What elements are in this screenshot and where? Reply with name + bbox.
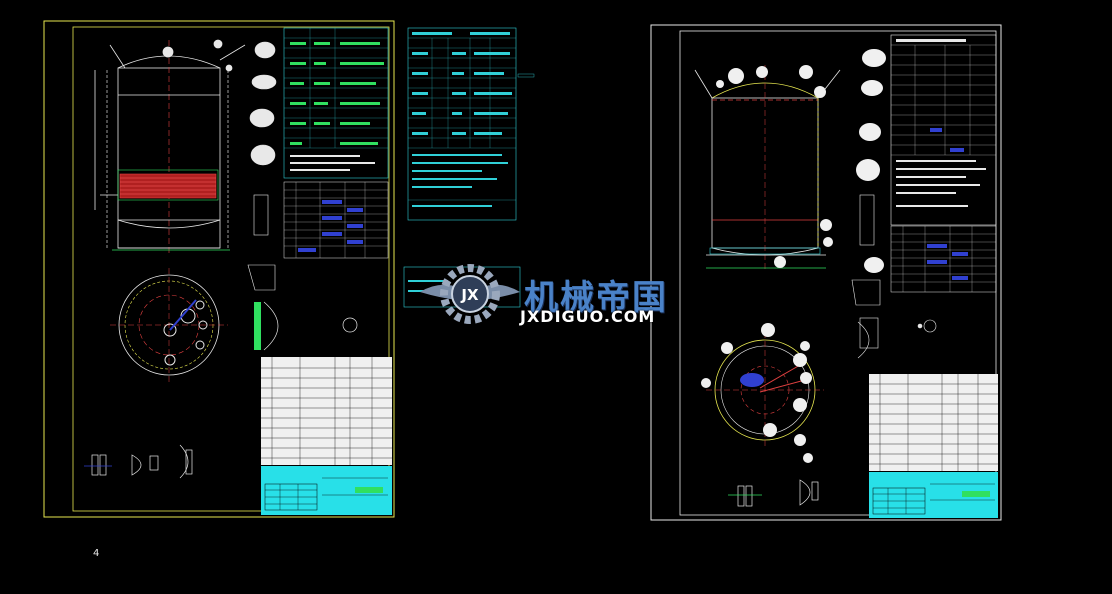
left-plan-view: [110, 268, 228, 382]
left-bom-table: [261, 357, 392, 465]
left-design-data-table: [283, 27, 389, 179]
right-design-data-table: [890, 34, 997, 226]
left-coil-green-rim: [117, 169, 219, 201]
watermark-logo: JX: [403, 264, 521, 324]
right-detail-views-column: [856, 49, 886, 273]
left-vessel-elevation: [94, 39, 246, 255]
left-bottom-detail-views: [84, 444, 193, 479]
wing-right-icon: [480, 284, 520, 300]
watermark-url: JXDIGUO.COM: [520, 307, 656, 326]
right-plan-view: [706, 332, 824, 448]
left-nozzle-table: [283, 181, 389, 259]
right-vessel-elevation: [694, 65, 841, 270]
watermark-title: 机械帝国: [524, 278, 668, 318]
right-small-detail: [857, 319, 937, 359]
right-nozzle-bubbles: [716, 65, 833, 268]
left-sheet-inner-frame: [72, 26, 390, 512]
middle-specification-table: [407, 27, 535, 221]
logo-monogram: JX: [460, 286, 479, 304]
right-sheet-outer-frame: [650, 24, 1002, 521]
left-drawing-sheet: [43, 20, 395, 518]
left-sheet-outer-frame: [43, 20, 395, 518]
right-nozzle-table: [890, 225, 997, 293]
gear-icon: [440, 264, 500, 324]
right-bottom-detail-views: [728, 479, 819, 507]
left-title-block: [261, 466, 392, 515]
right-plan-nozzle-bubbles: [701, 323, 813, 463]
wing-left-icon: [420, 284, 460, 300]
right-title-block: [869, 472, 998, 518]
sheet-number: 4: [93, 548, 100, 559]
left-flange-detail: [254, 301, 358, 351]
right-drawing-sheet: [650, 24, 1002, 521]
right-bom-table: [869, 374, 998, 471]
left-coil-hatch: [120, 177, 216, 195]
left-detail-views-column: [247, 41, 277, 291]
